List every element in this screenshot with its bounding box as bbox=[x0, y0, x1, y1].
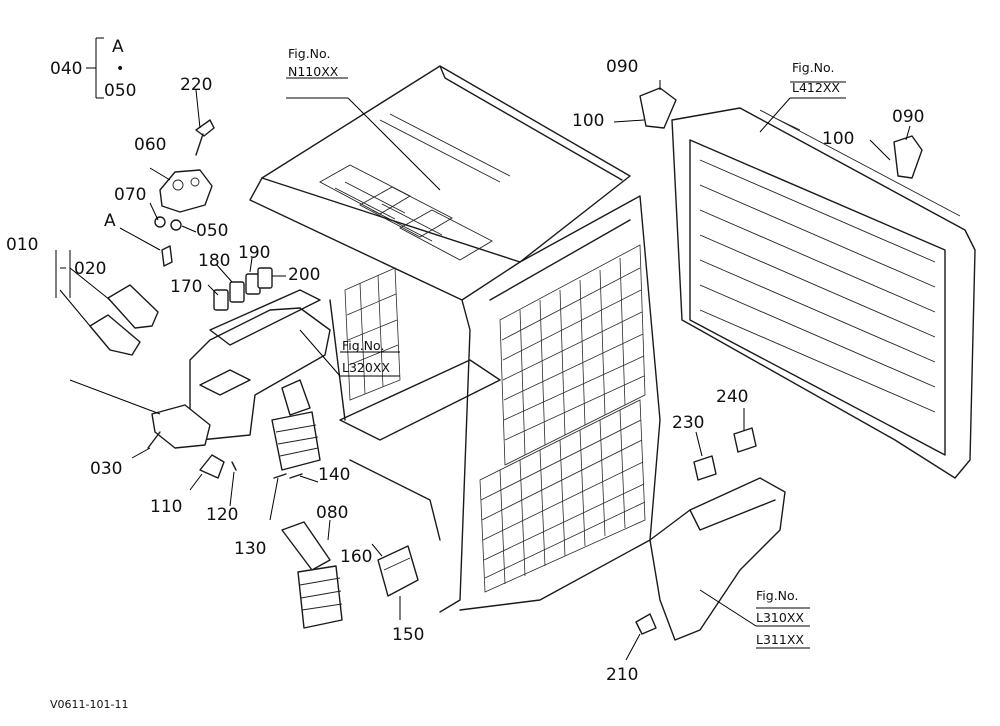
cab-frame bbox=[249, 65, 661, 613]
label-080: 080 bbox=[316, 503, 348, 523]
label-120: 120 bbox=[206, 505, 238, 525]
dot-separator: • bbox=[116, 61, 124, 77]
label-050: 050 bbox=[196, 221, 228, 241]
label-190: 190 bbox=[238, 243, 270, 263]
figref-l412-line1: Fig.No. bbox=[792, 60, 834, 75]
label-200: 200 bbox=[288, 265, 320, 285]
switch-covers bbox=[89, 284, 159, 356]
label-100-right: 100 bbox=[822, 129, 854, 149]
label-060: 060 bbox=[134, 135, 166, 155]
figref-n110-line2: N110XX bbox=[288, 64, 339, 79]
figref-l320-line1: Fig.No. bbox=[342, 338, 384, 353]
figref-l412-line2: L412XX bbox=[792, 80, 840, 95]
label-170: 170 bbox=[170, 277, 202, 297]
label-090-right: 090 bbox=[892, 107, 924, 127]
drawing-code: V0611-101-11 bbox=[50, 698, 128, 711]
label-210: 210 bbox=[606, 665, 638, 685]
label-110: 110 bbox=[150, 497, 182, 517]
label-030: 030 bbox=[90, 459, 122, 479]
bracket-and-lamp bbox=[147, 404, 237, 479]
rocker-switches bbox=[213, 267, 273, 311]
label-040: 040 bbox=[50, 59, 82, 79]
rear-guard-panel bbox=[671, 107, 976, 479]
label-230: 230 bbox=[672, 413, 704, 433]
label-070: 070 bbox=[114, 185, 146, 205]
figref-n110-line1: Fig.No. bbox=[288, 46, 330, 61]
label-050-top: 050 bbox=[104, 81, 136, 101]
hinge-brackets bbox=[639, 87, 923, 179]
part-labels: 040 A • 050 220 060 070 050 A 010 020 18… bbox=[6, 37, 924, 685]
right-console bbox=[635, 427, 786, 641]
label-240: 240 bbox=[716, 387, 748, 407]
label-a-top: A bbox=[112, 37, 124, 57]
leader-lines bbox=[55, 37, 911, 661]
label-100-left: 100 bbox=[572, 111, 604, 131]
label-160: 160 bbox=[340, 547, 372, 567]
label-220: 220 bbox=[180, 75, 212, 95]
key-switch-assembly bbox=[159, 119, 215, 213]
joystick-lower bbox=[281, 521, 343, 629]
label-140: 140 bbox=[318, 465, 350, 485]
figref-l310-line2: L310XX bbox=[756, 610, 804, 625]
label-130: 130 bbox=[234, 539, 266, 559]
figref-l310-line1: Fig.No. bbox=[756, 588, 798, 603]
figure-references: Fig.No. N110XX Fig.No. L412XX Fig.No. L3… bbox=[288, 46, 840, 647]
label-020: 020 bbox=[74, 259, 106, 279]
label-180: 180 bbox=[198, 251, 230, 271]
controller-module bbox=[377, 545, 419, 597]
label-090-left: 090 bbox=[606, 57, 638, 77]
joystick-upper bbox=[271, 379, 321, 479]
nut-050 bbox=[154, 216, 182, 267]
label-150: 150 bbox=[392, 625, 424, 645]
figref-l320-line2: L320XX bbox=[342, 360, 390, 375]
figref-l310-line3: L311XX bbox=[756, 632, 804, 647]
label-010: 010 bbox=[6, 235, 38, 255]
label-a: A bbox=[104, 211, 116, 231]
